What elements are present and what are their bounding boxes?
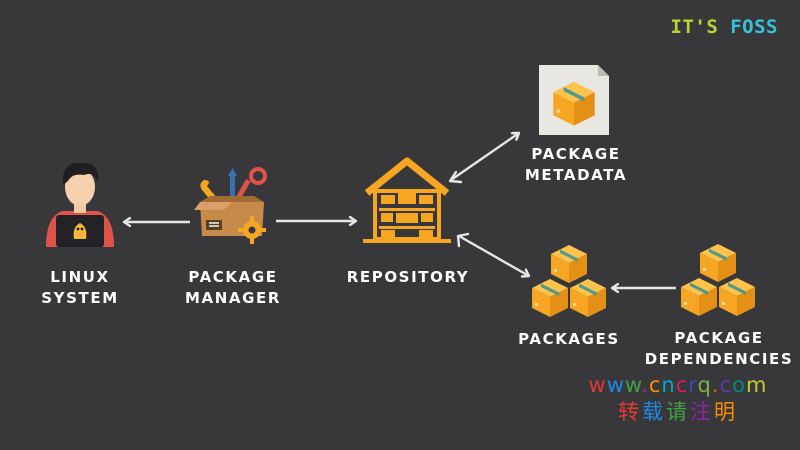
brand-its: IT'S [670, 16, 719, 38]
arrow-repository-packages [458, 234, 529, 276]
watermark: www.cncrq.com 转载请注明 [583, 372, 773, 426]
dependencies-icon [681, 244, 755, 316]
toolbox-icon [194, 167, 267, 244]
metadata-file-icon [539, 65, 609, 135]
node-repository: REPOSITORY [347, 267, 470, 288]
node-label-line: METADATA [524, 166, 628, 184]
user-icon [46, 162, 114, 247]
packages-icon [532, 245, 606, 317]
node-label-line: SYSTEM [41, 289, 119, 307]
node-label-line: PACKAGES [518, 330, 620, 348]
warehouse-icon [363, 157, 451, 243]
connector-arrows [124, 133, 676, 288]
node-package-dependencies: PACKAGE DEPENDENCIES [645, 328, 794, 370]
brand-logo: IT'S FOSS [671, 16, 778, 38]
node-label-line: PACKAGE [188, 268, 278, 286]
node-packages: PACKAGES [518, 329, 620, 350]
arrow-repository-metadata [450, 133, 519, 181]
brand-foss: FOSS [730, 16, 778, 38]
node-label-line: PACKAGE [674, 329, 764, 347]
node-label-line: REPOSITORY [346, 268, 470, 286]
node-label-line: LINUX [50, 268, 110, 286]
node-label-line: PACKAGE [531, 145, 621, 163]
watermark-url: www.cncrq.com [588, 373, 768, 397]
watermark-cn: 转载请注明 [618, 400, 738, 424]
node-label-line: DEPENDENCIES [644, 350, 794, 368]
node-linux-system: LINUX SYSTEM [41, 267, 118, 309]
node-label-line: MANAGER [184, 289, 282, 307]
node-package-manager: PACKAGE MANAGER [185, 267, 281, 309]
node-package-metadata: PACKAGE METADATA [525, 144, 627, 186]
